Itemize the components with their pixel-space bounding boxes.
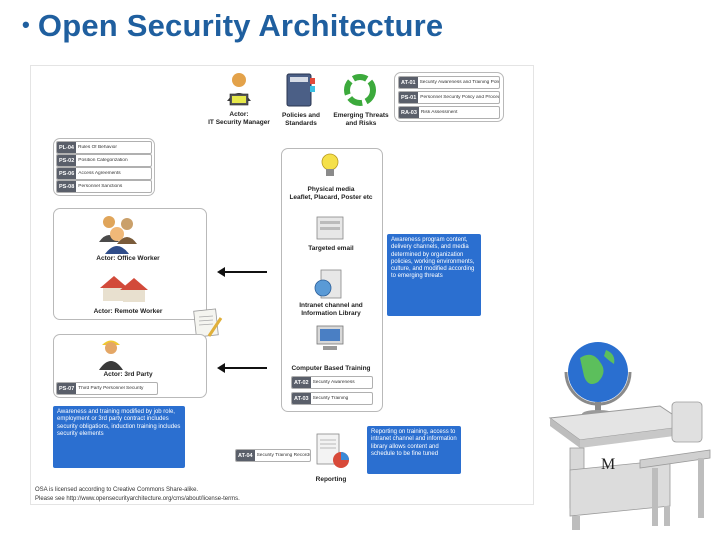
license-line-2: Please see http://www.opensecurityarchit… — [35, 496, 240, 502]
reporting-note: Reporting on training, access to intrane… — [367, 426, 461, 474]
lightbulb-icon — [321, 153, 339, 176]
tag-pl-04: PL-04 Rules Of Behavior — [56, 141, 152, 154]
globe-desk-clipart — [548, 342, 711, 530]
intranet-server-icon — [314, 269, 342, 299]
tag-at-03: AT-03 Security Training — [291, 392, 373, 405]
threats-cycle-icon — [344, 74, 376, 106]
reporting-label: Reporting — [315, 476, 347, 483]
arrow-to-workers — [217, 267, 267, 277]
policies-book-icon — [286, 73, 315, 107]
arrow-to-third-party — [217, 363, 267, 373]
it-manager-label: Actor: IT Security Manager — [208, 111, 270, 126]
tag-ra-03: RA-03 Risk Assessment — [398, 106, 500, 119]
policies-label: Policies and Standards — [282, 112, 320, 127]
threats-label: Emerging Threats and Risks — [333, 112, 389, 127]
third-party-label: Actor: 3rd Party — [103, 371, 153, 378]
email-server-icon — [316, 216, 344, 240]
tag-ps-08: PS-08 Personnel Sanctions — [56, 180, 152, 193]
office-worker-label: Actor: Office Worker — [96, 255, 160, 262]
left-awareness-note: Awareness and training modified by job r… — [53, 406, 185, 468]
it-manager-icon — [227, 73, 251, 106]
title-bullet: • — [22, 12, 30, 37]
remote-worker-label: Actor: Remote Worker — [93, 308, 163, 315]
third-party-icon — [99, 340, 123, 370]
office-workers-icon — [99, 216, 137, 254]
desk-letter: M — [601, 456, 616, 473]
cbt-label: Computer Based Training — [291, 365, 371, 372]
title-text: Open Security Architecture — [37, 8, 444, 43]
remote-workers-icon — [100, 276, 148, 302]
document-pencil-icon — [193, 308, 223, 338]
reporting-icon — [316, 433, 349, 468]
awareness-program-note: Awareness program content, delivery chan… — [387, 234, 481, 316]
osa-diagram: Actor: IT Security Manager Policies and … — [30, 65, 534, 505]
tag-ps-06: PS-06 Access Agreements — [56, 167, 152, 180]
tag-at-01: AT-01 Security Awareness and Training Po… — [398, 76, 500, 89]
tag-ps-07: PS-07 Third Party Personnel Security — [56, 382, 158, 395]
cbt-computer-icon — [316, 325, 344, 350]
tag-ps-01: PS-01 Personnel Security Policy and Proc… — [398, 91, 500, 104]
intranet-label: Intranet channel and Information Library — [299, 302, 363, 317]
targeted-email-label: Targeted email — [308, 245, 354, 252]
tag-at-02: AT-02 Security Awareness — [291, 376, 373, 389]
tag-ps-02: PS-02 Position Categorization — [56, 154, 152, 167]
slide-title: • Open Security Architecture — [22, 8, 443, 44]
physical-media-label: Physical media Leaflet, Placard, Poster … — [289, 186, 373, 201]
tag-at-04: AT-04 Security Training Records — [235, 449, 311, 462]
license-line-1: OSA is licensed according to Creative Co… — [35, 487, 199, 493]
